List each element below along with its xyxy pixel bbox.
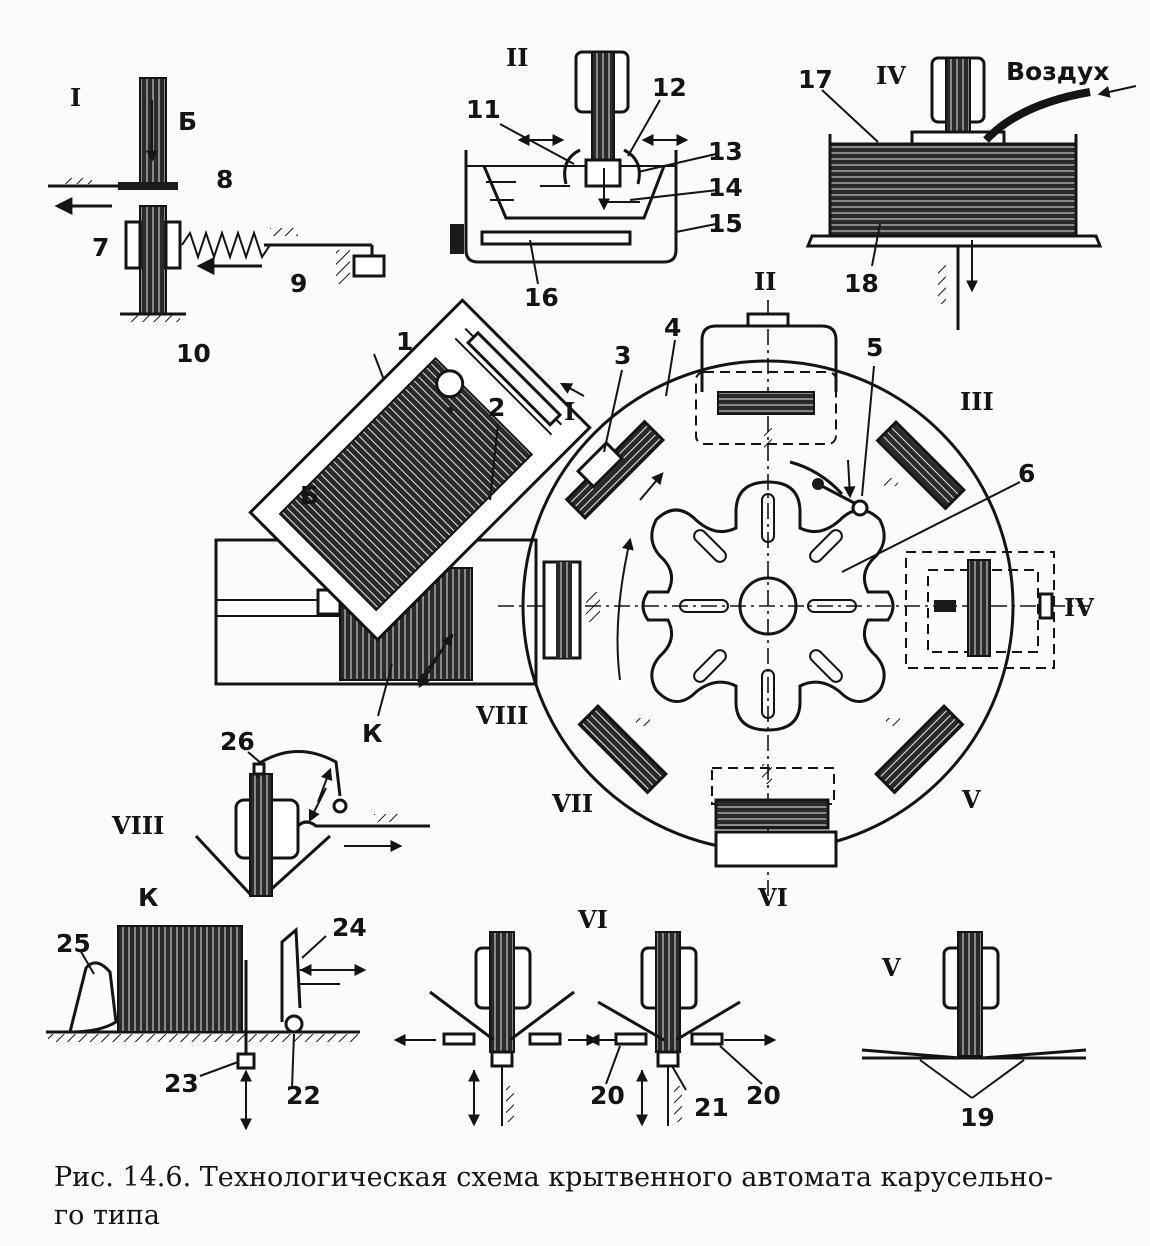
label-roman-VIII-carousel: VIII xyxy=(475,701,528,730)
label-20-left: 20 xyxy=(590,1081,625,1110)
label-K-cassette: К xyxy=(362,719,383,748)
detail-VI xyxy=(393,931,777,1127)
caption-line-1: Рис. 14.6. Технологическая схема крытвен… xyxy=(54,1162,1053,1193)
detail-IV xyxy=(805,56,1137,330)
figure-caption: Рис. 14.6. Технологическая схема крытвен… xyxy=(54,1162,1053,1231)
caption-line-2: го типа xyxy=(54,1200,160,1231)
label-B-detail: Б xyxy=(178,107,197,136)
label-roman-VI-detail: VI xyxy=(577,905,608,934)
label-roman-V-detail: V xyxy=(881,953,901,982)
label-24: 24 xyxy=(332,913,367,942)
label-22: 22 xyxy=(286,1081,321,1110)
label-25: 25 xyxy=(56,929,91,958)
label-20-right: 20 xyxy=(746,1081,781,1110)
detail-I xyxy=(48,77,386,322)
label-B-magazine: Б xyxy=(300,481,319,510)
label-14: 14 xyxy=(708,173,743,202)
detail-VIII xyxy=(194,750,430,897)
label-18: 18 xyxy=(844,269,879,298)
label-3: 3 xyxy=(614,341,631,370)
label-roman-II-carousel: II xyxy=(754,267,776,296)
label-17: 17 xyxy=(798,65,833,94)
label-11: 11 xyxy=(466,95,501,124)
label-roman-I: I xyxy=(70,83,81,112)
label-19: 19 xyxy=(960,1103,995,1132)
label-23: 23 xyxy=(164,1069,199,1098)
label-K-detail: К xyxy=(138,883,159,912)
cassette-detail xyxy=(46,925,367,1131)
label-roman-IV-carousel: IV xyxy=(1064,593,1094,622)
label-air: Воздух xyxy=(1006,57,1109,86)
label-5: 5 xyxy=(866,333,883,362)
feed-assembly xyxy=(214,298,592,717)
label-7: 7 xyxy=(92,233,109,262)
label-4: 4 xyxy=(664,313,681,342)
label-15: 15 xyxy=(708,209,743,238)
label-roman-VI-carousel: VI xyxy=(757,883,788,912)
main-carousel xyxy=(498,300,1090,900)
label-13: 13 xyxy=(708,137,743,166)
label-1: 1 xyxy=(396,327,413,356)
detail-V xyxy=(861,931,1087,1099)
label-9: 9 xyxy=(290,269,307,298)
label-16: 16 xyxy=(524,283,559,312)
label-roman-VIII-detail: VIII xyxy=(111,811,164,840)
label-roman-VII: VII xyxy=(551,789,593,818)
label-2: 2 xyxy=(488,393,505,422)
label-roman-III: III xyxy=(960,387,994,416)
label-6: 6 xyxy=(1018,459,1035,488)
label-roman-V-carousel: V xyxy=(961,785,981,814)
label-10: 10 xyxy=(176,339,211,368)
label-roman-I-carousel: I xyxy=(564,397,575,426)
label-12: 12 xyxy=(652,73,687,102)
label-roman-IV-top: IV xyxy=(876,61,906,90)
detail-II xyxy=(450,50,719,285)
label-roman-II-top: II xyxy=(506,43,528,72)
labels: I Б 8 7 9 10 II 11 12 13 14 15 16 17 IV … xyxy=(56,43,1109,1132)
label-21: 21 xyxy=(694,1093,729,1122)
label-26: 26 xyxy=(220,727,255,756)
label-8: 8 xyxy=(216,165,233,194)
